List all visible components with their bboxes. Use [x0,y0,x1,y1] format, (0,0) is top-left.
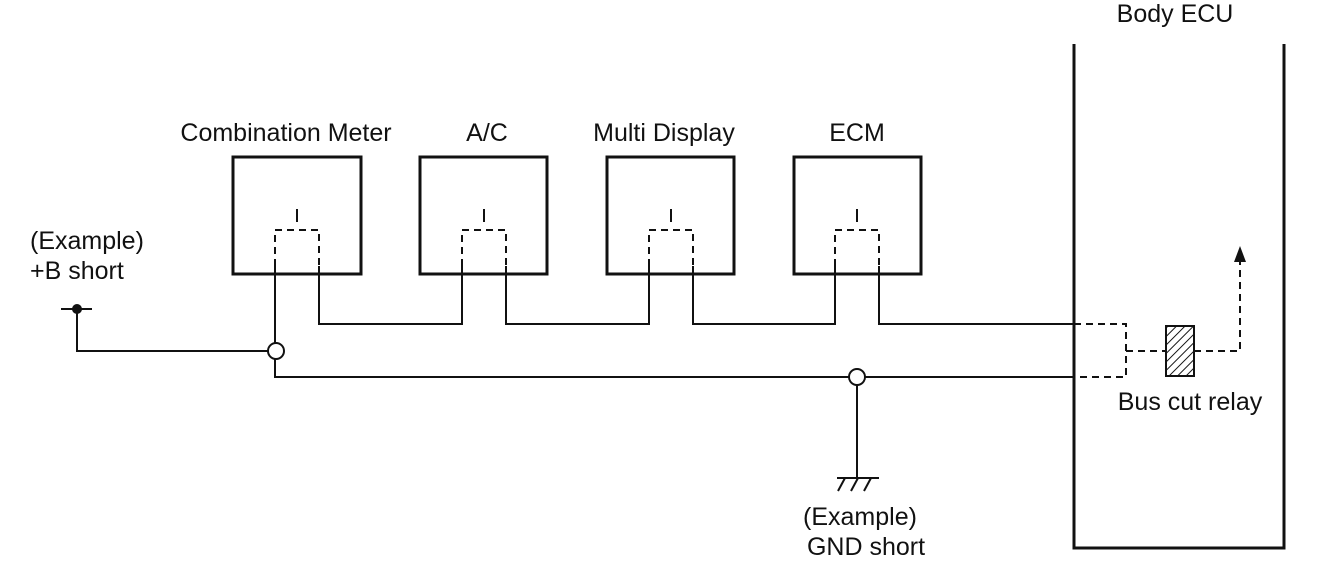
transceiver-combination-meter [274,209,320,266]
bus-line-lower [274,266,1074,378]
combination-meter-label: Combination Meter [180,119,391,147]
bus-cut-relay-coil-icon [1165,325,1195,377]
ac-label: A/C [466,119,508,147]
bus-cut-relay-dashed-bracket [1074,323,1127,378]
multi-display-label: Multi Display [593,119,735,147]
combination-meter-box [231,155,363,276]
multi-display-box [605,155,736,276]
bus-line-upper [318,266,463,325]
b-short-wire [76,309,268,352]
b-short-junction [267,342,285,360]
b-short-label-line2: +B short [30,257,124,285]
gnd-short-label-line2: GND short [807,533,925,561]
transceiver-multi-display [648,209,694,266]
bus-line-upper-2 [505,266,650,325]
arrow-up-icon [1234,246,1246,262]
bus-cut-relay-control-line [1194,262,1241,352]
ac-box [418,155,549,276]
gnd-short-junction [848,368,866,386]
body-ecu-box [1072,44,1286,550]
bus-cut-relay-label: Bus cut relay [1118,388,1263,416]
body-ecu-label: Body ECU [1117,0,1234,28]
ground-symbol-icon [837,477,879,492]
bus-line-upper-3 [692,266,836,325]
ecm-label: ECM [829,119,885,147]
gnd-short-label-line1: (Example) [803,503,917,531]
ecm-box [792,155,923,276]
transceiver-ac [461,209,507,266]
bus-line-upper-4 [878,266,1074,325]
transceiver-ecm [834,209,880,266]
b-short-label-line1: (Example) [30,227,144,255]
